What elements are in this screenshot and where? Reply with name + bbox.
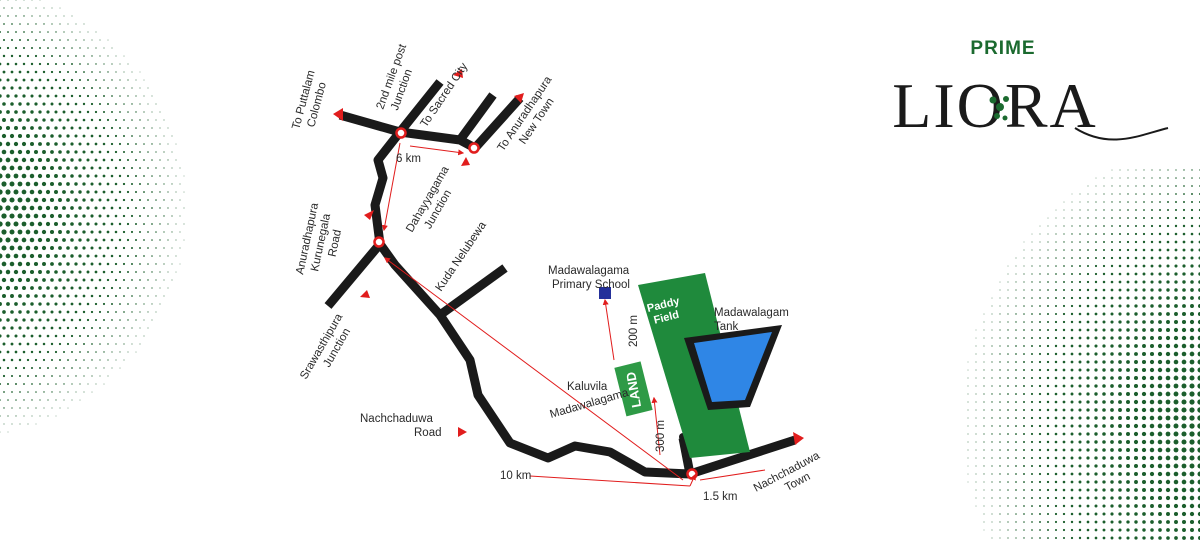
tank-water [694, 332, 772, 402]
junction-dahayyagama [468, 142, 480, 154]
label-6km: 6 km [396, 153, 421, 165]
road-new-town [471, 94, 524, 152]
junction-madawalagama [686, 468, 698, 480]
dist-line-10km [384, 257, 684, 481]
road-north [370, 79, 444, 245]
arrow-new-town [514, 93, 524, 103]
label-tank-2: Tank [714, 321, 739, 333]
dist-line-1-5km-b [689, 473, 696, 487]
dist-line-200m [602, 298, 615, 361]
decorative-dots-left [0, 0, 185, 433]
land-label: LAND [623, 371, 644, 409]
label-nachchaduwa-road-1: Nachchaduwa [360, 413, 433, 425]
arrow-kurunegala [364, 210, 374, 220]
label-10km: 10 km [500, 470, 531, 482]
label-kurunegala-3: Road [327, 229, 344, 258]
distance-lines [381, 142, 766, 487]
label-200m: 200 m [628, 315, 640, 347]
label-school-2: Primary School [552, 279, 630, 291]
junction-markers [373, 127, 698, 480]
brand-prime-text: PRIME [970, 38, 1035, 59]
road-main [324, 239, 691, 479]
road-land-access [678, 437, 695, 475]
direction-arrows [333, 69, 804, 445]
school-marker-icon [599, 287, 611, 299]
label-kaluvila: Kaluvila [567, 381, 608, 393]
roads [324, 79, 797, 479]
land-plot [614, 361, 653, 417]
leaf-emblem-icon [989, 96, 1009, 121]
map-labels: To Puttalam Colombo 2nd mile post Juncti… [290, 42, 822, 503]
label-300m: 300 m [655, 420, 667, 452]
arrow-nachchaduwa-road [458, 427, 467, 437]
brand-liora-text: LIORA [892, 70, 1098, 141]
arrow-srawasthipura [360, 290, 370, 298]
junction-srawasthipura [373, 236, 385, 248]
dist-line-1-5km [529, 475, 691, 487]
label-school-1: Madawalagama [548, 265, 630, 277]
arrow-dahayyagama [461, 157, 470, 166]
dist-line-1-5km-c [699, 469, 766, 481]
dist-line-6km-side [381, 142, 401, 232]
decorative-dots-right [967, 169, 1200, 540]
road-puttalam [338, 110, 402, 137]
arrow-to-puttalam [333, 108, 343, 121]
arrow-nachchaduwa-town [793, 432, 804, 445]
road-nachchaduwa-town [688, 435, 797, 479]
junction-2nd-mile-post [395, 127, 407, 139]
label-1-5km: 1.5 km [703, 491, 738, 503]
arrow-sacred-city [453, 69, 463, 78]
road-sacred-city [456, 92, 497, 143]
dist-line-6km-top [409, 145, 465, 156]
brand-swash [1074, 127, 1169, 141]
dist-line-300m [651, 396, 661, 456]
brand-logo: PRIME LIORA [892, 38, 1169, 141]
label-tank-1: Madawalagam [714, 307, 789, 319]
label-nachchaduwa-road-2: Road [414, 427, 442, 439]
